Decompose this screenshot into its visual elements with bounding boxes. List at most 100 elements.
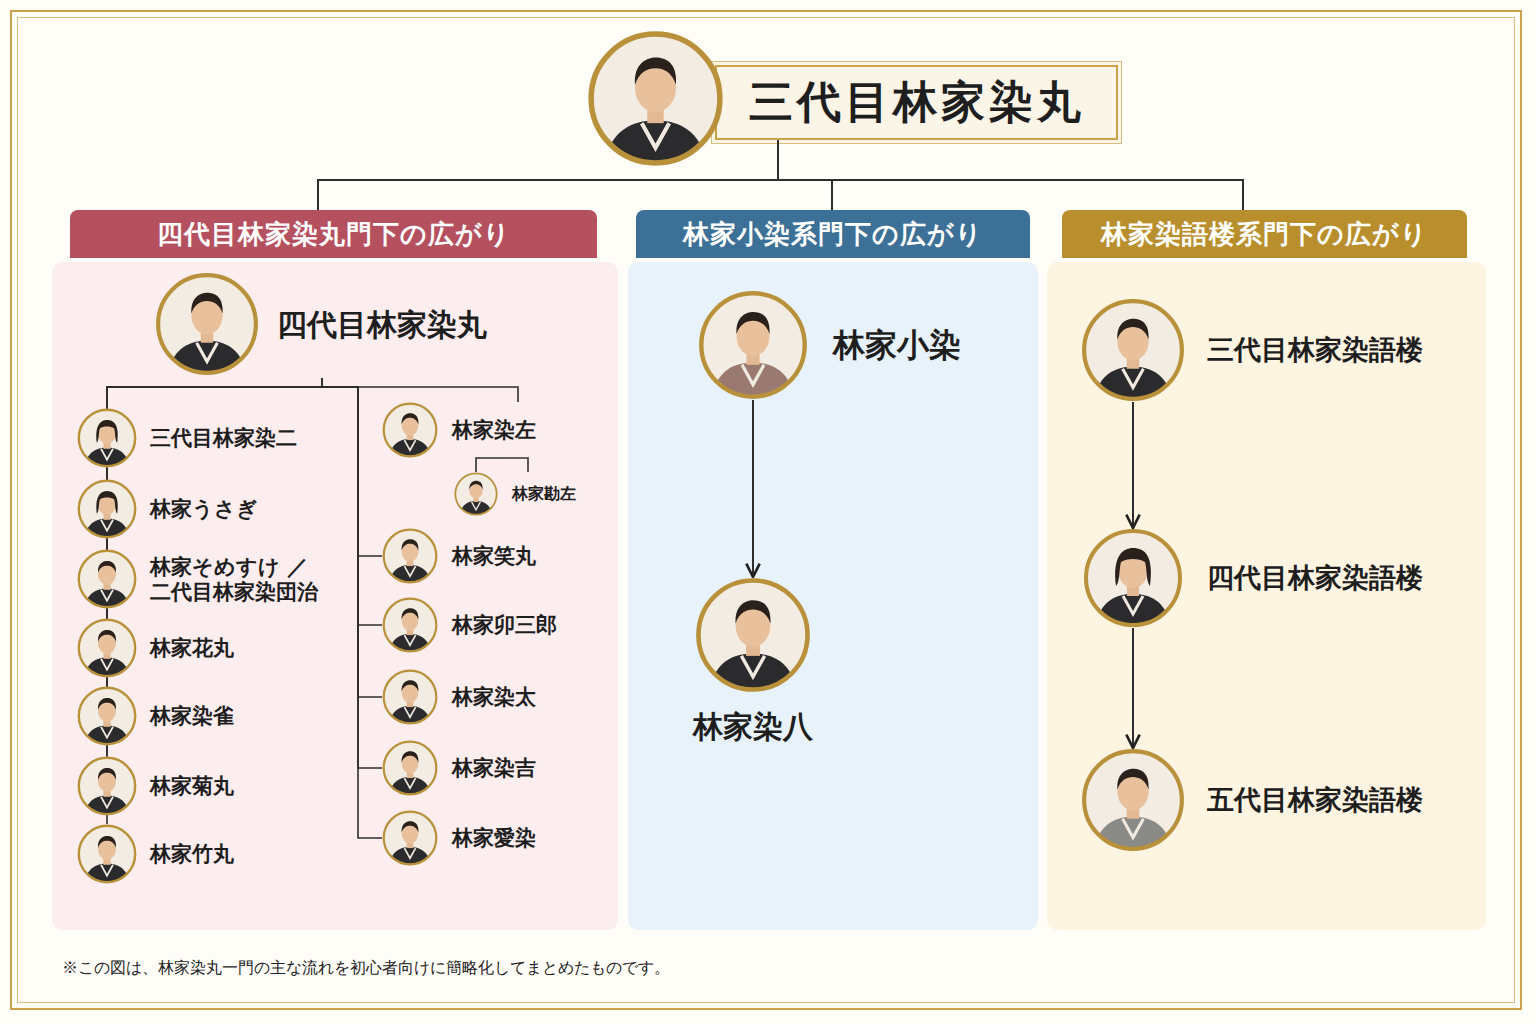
member-name-block: 林家花丸: [150, 618, 234, 678]
member-name: 林家染吉: [452, 755, 536, 780]
avatar-ring: [384, 812, 437, 865]
avatar-ring: [79, 688, 135, 744]
member-name-block: 林家竹丸: [150, 824, 234, 884]
avatar-ring: [1084, 301, 1182, 399]
member-name-block: 四代目林家染丸: [277, 272, 487, 378]
avatar-collar: [101, 659, 113, 670]
avatar-portrait: [382, 669, 438, 725]
avatar-ring: [79, 410, 135, 466]
member-node: 林家竹丸: [77, 824, 327, 884]
panel-heading-tab: 四代目林家染丸門下の広がり: [70, 210, 597, 258]
avatar-hair: [1115, 548, 1151, 586]
avatar-collar: [101, 865, 113, 876]
lineage-connector: [322, 378, 382, 556]
member-node: 林家小染: [698, 290, 1018, 400]
avatar-ring: [1084, 751, 1182, 849]
avatar-kimono: [709, 654, 797, 693]
avatar-ring: [591, 34, 720, 163]
avatar-ring: [1086, 531, 1180, 625]
member-name-block: 五代目林家染語楼: [1207, 748, 1423, 852]
avatar-collar: [404, 707, 415, 717]
avatar-portrait: [382, 402, 438, 458]
avatar-hair: [469, 481, 482, 490]
avatar-portrait: [77, 549, 137, 609]
member-node: 林家染雀: [77, 686, 327, 746]
avatar-kimono: [1095, 594, 1171, 628]
member-node: 三代目林家染二: [77, 408, 327, 468]
member-name: 林家そめすけ ／二代目林家染団治: [150, 554, 350, 604]
avatar-hair: [98, 768, 116, 780]
avatar-ring: [79, 826, 135, 882]
member-node: 林家染太: [382, 669, 602, 725]
lineage-connector: [322, 378, 382, 838]
avatar-hair: [98, 698, 116, 710]
avatar-kimono: [1093, 817, 1172, 852]
member-name-block: 三代目林家染語楼: [1207, 298, 1423, 402]
member-name: 林家菊丸: [150, 773, 234, 798]
root-name: 三代目林家染丸: [749, 73, 1085, 132]
avatar-ring: [384, 530, 437, 583]
member-name: 林家染左: [452, 417, 536, 442]
avatar-collar: [101, 590, 113, 601]
lineage-connector: [107, 378, 322, 549]
avatar-portrait: [698, 290, 808, 400]
member-node: 林家笑丸: [382, 528, 602, 584]
member-node: 三代目林家染語楼: [1081, 298, 1471, 402]
member-name-block: 林家菊丸: [150, 756, 234, 816]
avatar-hair: [736, 600, 771, 623]
avatar-kimono: [84, 796, 130, 816]
panel-heading-tab: 林家小染系門下の広がり: [636, 210, 1030, 258]
lineage-connector: [107, 378, 322, 756]
member-name-block: 林家染太: [452, 669, 536, 725]
avatar-portrait: [695, 577, 811, 693]
avatar-hair: [96, 491, 117, 514]
member-name-block: 林家うさぎ: [150, 479, 258, 539]
avatar-hair: [98, 630, 116, 642]
avatar-ring: [455, 473, 496, 514]
avatar-collar: [101, 727, 113, 738]
avatar-portrait: [382, 597, 438, 653]
root-master-box: 三代目林家染丸: [715, 65, 1118, 140]
member-node: 林家勘左: [454, 472, 604, 516]
avatar-portrait: [1081, 748, 1185, 852]
avatar-collar: [742, 365, 764, 385]
avatar-collar: [741, 656, 764, 677]
lineage-connector: [322, 378, 518, 402]
member-name-block: 林家染左: [452, 402, 536, 458]
avatar-collar: [101, 797, 113, 808]
avatar-ring: [158, 275, 256, 373]
avatar-ring: [79, 758, 135, 814]
member-name-block: 林家小染: [833, 290, 961, 400]
caption-text: ※この図は、林家染丸一門の主な流れを初心者向けに簡略化してまとめたものです。: [62, 958, 670, 979]
lineage-connector: [107, 378, 322, 479]
member-name: 五代目林家染語楼: [1207, 784, 1423, 816]
member-name-block: 三代目林家染二: [150, 408, 297, 468]
avatar-collar: [404, 778, 415, 788]
avatar-kimono: [84, 864, 130, 884]
avatar-ring: [701, 293, 804, 396]
member-name: 林家小染: [833, 326, 961, 364]
avatar-kimono: [389, 706, 432, 725]
lineage-connector: [322, 378, 382, 625]
member-name-block: 林家染吉: [452, 740, 536, 796]
member-name: 三代目林家染二: [150, 425, 297, 450]
member-node: 林家染左: [382, 402, 602, 458]
avatar-hair: [96, 420, 117, 443]
avatar-collar: [404, 848, 415, 858]
avatar-kimono: [84, 519, 130, 539]
member-name: 林家染太: [452, 684, 536, 709]
avatar-kimono: [603, 120, 707, 167]
avatar-portrait: [77, 479, 137, 539]
panel-heading-tab: 林家染語楼系門下の広がり: [1062, 210, 1467, 258]
member-name: 四代目林家染丸: [277, 307, 487, 343]
member-name-block: 林家勘左: [512, 472, 576, 516]
lineage-connector: [1132, 402, 1134, 528]
member-node: 林家そめすけ ／二代目林家染団治: [77, 549, 327, 609]
avatar-portrait: [454, 472, 498, 516]
avatar-collar: [472, 502, 481, 510]
lineage-connector: [318, 140, 778, 210]
avatar-portrait: [77, 408, 137, 468]
lineage-connector: [752, 400, 754, 577]
lineage-connector: [1132, 628, 1134, 748]
avatar-collar: [642, 123, 669, 148]
